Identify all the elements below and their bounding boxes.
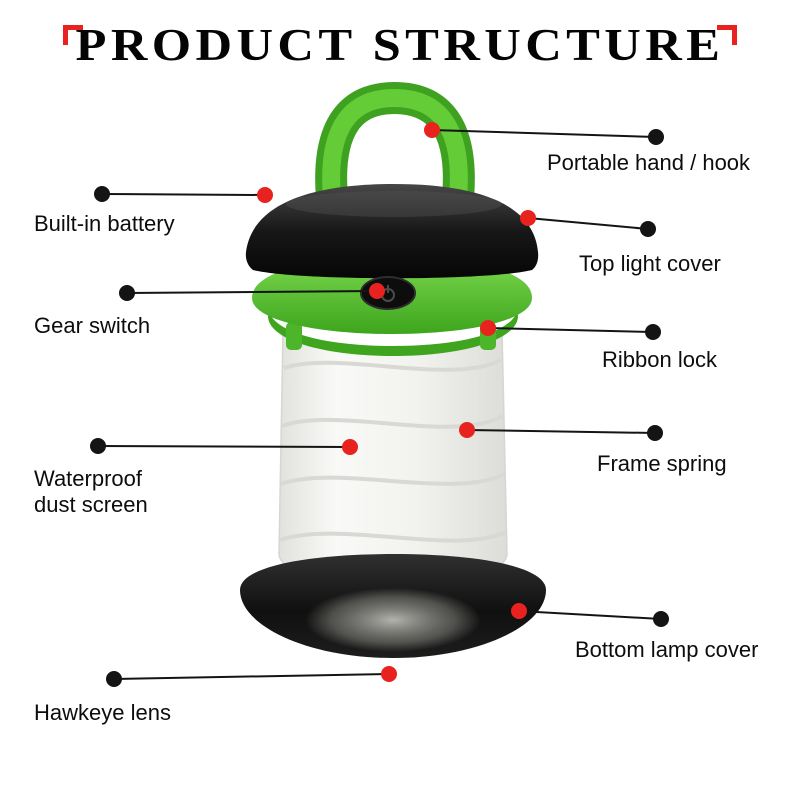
product-dot-ribbon-lock [480, 320, 496, 336]
product-dot-built-in-battery [257, 187, 273, 203]
label-dot-top-light-cover [640, 221, 656, 237]
callout-line-bottom-lamp-cover [518, 610, 662, 620]
label-dot-bottom-lamp-cover [653, 611, 669, 627]
top-light-cover [245, 184, 539, 279]
product-dot-bottom-lamp-cover [511, 603, 527, 619]
body-spiral-ridge-2 [281, 414, 504, 429]
hawkeye-lens-glow [305, 588, 481, 652]
label-bottom-lamp-cover: Bottom lamp cover [575, 637, 759, 662]
title-corner-left-icon [63, 25, 84, 45]
label-frame-spring: Frame spring [597, 451, 727, 476]
body-spiral-ridge-1 [283, 358, 502, 372]
callout-line-portable-hand-hook [431, 129, 657, 138]
callout-line-top-light-cover [527, 217, 649, 230]
label-top-light-cover: Top light cover [579, 251, 721, 276]
lantern-handle-inner [322, 88, 468, 207]
label-hawkeye-lens: Hawkeye lens [34, 700, 171, 725]
callout-line-frame-spring [466, 429, 656, 434]
label-gear-switch: Gear switch [34, 313, 151, 338]
label-dot-ribbon-lock [645, 324, 661, 340]
callout-line-ribbon-lock [487, 327, 654, 333]
label-ribbon-lock: Ribbon lock [602, 347, 717, 372]
label-dot-waterproof-dust-screen [90, 438, 106, 454]
page-header: PRODUCT STRUCTURE [0, 22, 800, 68]
product-dot-hawkeye-lens [381, 666, 397, 682]
label-dot-gear-switch [119, 285, 135, 301]
product-dot-frame-spring [459, 422, 475, 438]
label-dot-portable-hand-hook [648, 129, 664, 145]
callout-line-waterproof-dust-screen [97, 445, 351, 448]
label-waterproof-dust-screen: Waterproof dust screen [34, 466, 148, 517]
body-spiral-ridge-4 [279, 530, 507, 543]
label-dot-frame-spring [647, 425, 663, 441]
ribbon-lock-band [268, 306, 518, 356]
callout-line-built-in-battery [101, 193, 266, 196]
label-dot-hawkeye-lens [106, 671, 122, 687]
product-dot-top-light-cover [520, 210, 536, 226]
body-spiral-ridge-3 [280, 472, 506, 486]
callout-line-hawkeye-lens [113, 673, 390, 680]
label-portable-hand-hook: Portable hand / hook [547, 150, 751, 175]
product-dot-gear-switch [369, 283, 385, 299]
top-cover-highlight [286, 191, 502, 217]
page-title: PRODUCT STRUCTURE [75, 19, 725, 70]
callout-line-gear-switch [126, 290, 378, 294]
label-dot-built-in-battery [94, 186, 110, 202]
label-built-in-battery: Built-in battery [34, 211, 175, 236]
ribbon-lock-tab-left [286, 322, 302, 350]
product-dot-portable-hand-hook [424, 122, 440, 138]
title-corner-right-icon [716, 25, 737, 45]
product-dot-waterproof-dust-screen [342, 439, 358, 455]
